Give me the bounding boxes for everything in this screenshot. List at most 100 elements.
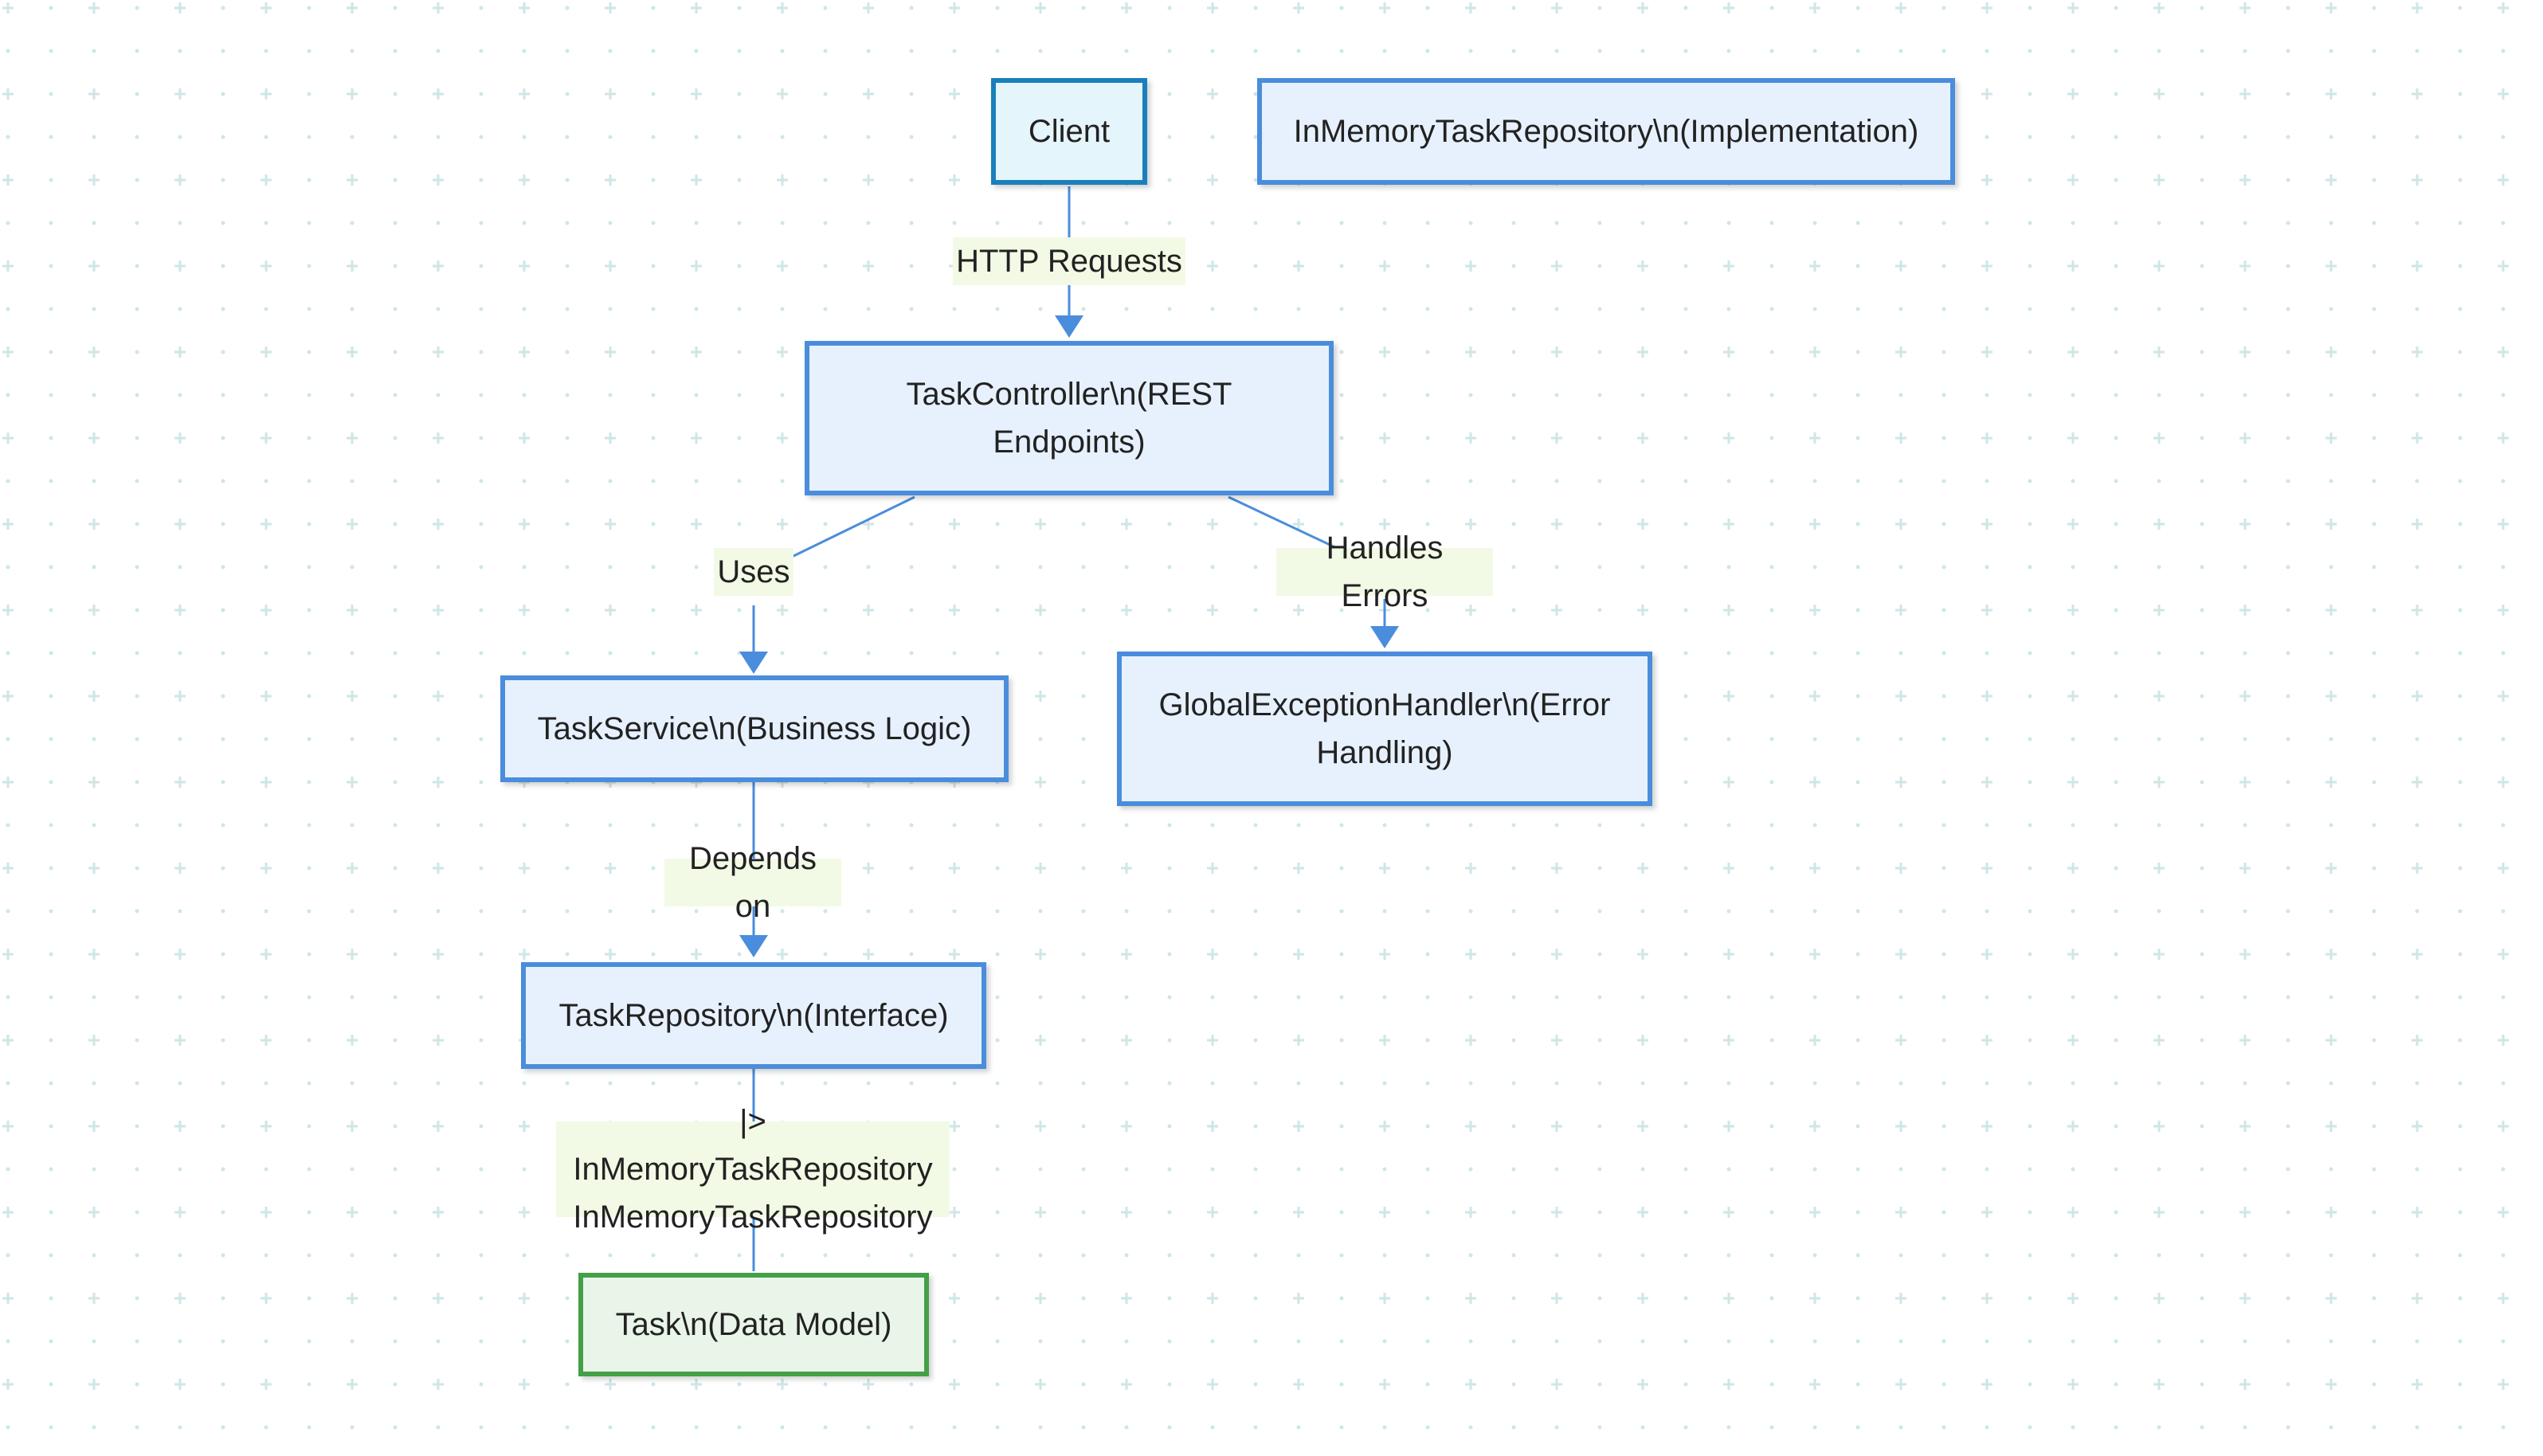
node-task-model-label: Task\n(Data Model)	[615, 1307, 892, 1342]
grid-plus-mark	[519, 949, 530, 960]
grid-plus-mark	[347, 949, 358, 960]
node-client[interactable]: Client	[991, 78, 1147, 185]
grid-dot	[135, 221, 139, 225]
grid-dot	[221, 952, 225, 957]
grid-dot	[479, 608, 484, 613]
grid-dot	[1425, 1124, 1430, 1129]
grid-dot	[2028, 1038, 2032, 1043]
grid-plus-mark	[2239, 1293, 2251, 1304]
grid-dot	[1253, 1425, 1258, 1430]
grid-dot	[995, 565, 1000, 569]
grid-dot	[1769, 307, 1774, 311]
grid-plus-mark	[949, 605, 960, 616]
grid-dot	[6, 393, 10, 397]
grid-dot	[1769, 1210, 1774, 1215]
grid-dot	[350, 1081, 355, 1086]
grid-dot	[1597, 1167, 1602, 1172]
grid-dot	[221, 1253, 225, 1258]
grid-plus-mark	[433, 2, 444, 14]
grid-dot	[2501, 135, 2506, 139]
grid-dot	[92, 221, 96, 225]
grid-plus-mark	[1379, 1293, 1390, 1304]
grid-dot	[1425, 6, 1430, 10]
grid-dot	[2329, 909, 2333, 914]
grid-dot	[823, 6, 828, 10]
grid-plus-mark	[2239, 1379, 2251, 1390]
grid-dot	[1511, 6, 1516, 10]
grid-plus-mark	[174, 949, 186, 960]
grid-plus-mark	[2239, 260, 2251, 272]
grid-dot	[1640, 1081, 1645, 1086]
grid-dot	[1898, 307, 1903, 311]
grid-dot	[1382, 909, 1387, 914]
grid-plus-mark	[1035, 1121, 1046, 1132]
grid-dot	[1554, 1253, 1559, 1258]
edge-label-handles-errors-text: Handles Errors	[1326, 530, 1444, 613]
grid-dot	[1554, 49, 1559, 53]
grid-dot	[393, 1038, 398, 1043]
grid-dot	[1425, 307, 1430, 311]
grid-dot	[2200, 909, 2204, 914]
grid-dot	[393, 1296, 398, 1301]
grid-plus-mark	[2412, 2, 2423, 14]
grid-dot	[2501, 909, 2506, 914]
grid-plus-mark	[261, 863, 272, 874]
grid-dot	[2458, 1124, 2463, 1129]
grid-plus-mark	[2153, 346, 2165, 358]
grid-dot	[393, 178, 398, 182]
grid-dot	[737, 608, 742, 613]
grid-dot	[2071, 651, 2075, 656]
grid-dot	[1683, 737, 1688, 742]
grid-dot	[479, 264, 484, 268]
grid-dot	[2329, 393, 2333, 397]
grid-plus-mark	[1895, 432, 1906, 444]
grid-dot	[1296, 49, 1301, 53]
grid-dot	[2114, 823, 2118, 828]
grid-dot	[49, 1038, 53, 1043]
grid-dot	[2114, 952, 2118, 957]
node-task-model[interactable]: Task\n(Data Model)	[578, 1273, 929, 1376]
grid-dot	[221, 49, 225, 53]
grid-plus-mark	[1207, 88, 1218, 100]
grid-dot	[393, 866, 398, 871]
grid-plus-mark	[347, 691, 358, 702]
grid-dot	[2200, 565, 2204, 569]
grid-dot	[479, 780, 484, 785]
grid-dot	[1683, 1124, 1688, 1129]
node-task-service[interactable]: TaskService\n(Business Logic)	[500, 675, 1009, 782]
grid-dot	[1468, 479, 1473, 483]
grid-dot	[1985, 479, 1989, 483]
grid-plus-mark	[1723, 1293, 1734, 1304]
grid-plus-mark	[88, 605, 100, 616]
grid-dot	[393, 694, 398, 699]
grid-dot	[2458, 1296, 2463, 1301]
grid-dot	[2200, 264, 2204, 268]
grid-dot	[608, 479, 613, 483]
grid-dot	[1597, 1253, 1602, 1258]
grid-dot	[2415, 307, 2420, 311]
grid-plus-mark	[1293, 1379, 1304, 1390]
grid-plus-mark	[2067, 2, 2079, 14]
grid-plus-mark	[2, 174, 14, 186]
grid-plus-mark	[2239, 519, 2251, 530]
grid-plus-mark	[519, 260, 530, 272]
grid-plus-mark	[88, 1379, 100, 1390]
grid-dot	[2028, 1382, 2032, 1387]
grid-dot	[2114, 1253, 2118, 1258]
grid-dot	[1812, 1339, 1817, 1344]
grid-dot	[2157, 221, 2161, 225]
node-task-repository[interactable]: TaskRepository\n(Interface)	[521, 962, 986, 1069]
node-in-memory-implementation[interactable]: InMemoryTaskRepository\n(Implementation)	[1257, 78, 1955, 185]
node-task-controller[interactable]: TaskController\n(REST Endpoints)	[805, 341, 1334, 495]
grid-plus-mark	[519, 88, 530, 100]
grid-dot	[1425, 522, 1430, 526]
grid-dot	[2286, 780, 2290, 785]
grid-plus-mark	[1465, 260, 1476, 272]
grid-plus-mark	[2498, 863, 2509, 874]
grid-dot	[92, 995, 96, 1000]
grid-dot	[2372, 1382, 2376, 1387]
grid-dot	[1038, 823, 1043, 828]
node-global-exception-handler[interactable]: GlobalExceptionHandler\n(Error Handling)	[1117, 652, 1652, 806]
grid-dot	[2501, 737, 2506, 742]
grid-plus-mark	[863, 1379, 874, 1390]
